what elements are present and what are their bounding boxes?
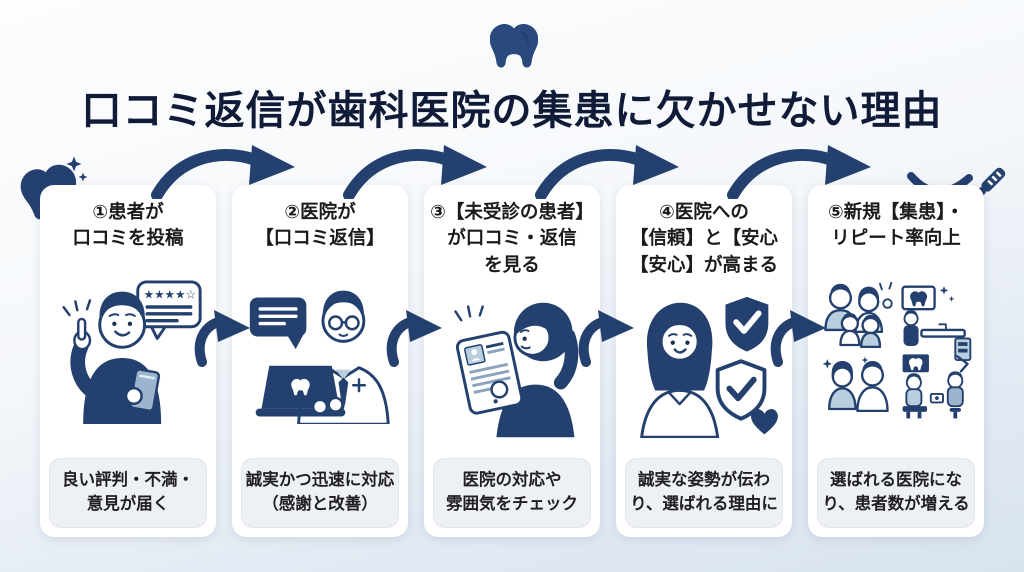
page-title: 口コミ返信が歯科医院の集患に欠かせない理由	[81, 89, 943, 133]
step-2-caption-box: 誠実かつ迅速に対応 （感謝と改善）	[241, 458, 399, 528]
new-patients-illustration	[822, 281, 972, 419]
step-4-caption: 誠実な姿勢が伝わ り、選ばれる理由に	[630, 471, 778, 513]
shield-check-heart-icon	[715, 359, 778, 435]
clinic-room	[901, 285, 972, 361]
review-speech-bubble: ★★★★☆	[136, 280, 202, 341]
flow-arrow-mid-1	[192, 310, 256, 368]
step-5-caption: 選ばれる医院にな り、患者数が増える	[822, 471, 970, 513]
reply-speech-bubble	[249, 297, 307, 350]
family-group	[824, 281, 893, 348]
flow-arrow-mid-4	[768, 310, 832, 368]
review-stars: ★★★★☆	[144, 289, 196, 302]
step-card-4: ④医院への 【信頼】と【安心 【安心】が高まる	[616, 185, 792, 537]
flow-arrow-top-2	[341, 145, 491, 199]
step-2-title: ②医院が 【口コミ返信】	[255, 201, 385, 249]
flow-arrow-top-3	[533, 145, 683, 199]
shield-check-icon	[725, 297, 769, 352]
step-3-caption-box: 医院の対応や 雰囲気をチェック	[433, 458, 591, 528]
reassured-patient-figure	[640, 302, 720, 438]
patient-posting-review-illustration: ★★★★☆	[62, 280, 202, 425]
step-4-caption-box: 誠実な姿勢が伝わ り、選ばれる理由に	[625, 458, 783, 528]
step-2-caption: 誠実かつ迅速に対応 （感謝と改善）	[245, 471, 395, 513]
step-card-3: ③【未受診の患者】 が口コミ・返信 を見る	[424, 185, 600, 537]
step-1-caption: 良い評判・不満・ 意見が届く	[62, 471, 194, 513]
clinic-replying-illustration	[249, 290, 390, 425]
flow-arrow-mid-2	[384, 310, 448, 368]
step-3-title: ③【未受診の患者】 が口コミ・返信 を見る	[430, 201, 594, 275]
tooth-icon	[490, 24, 538, 68]
step-4-title: ④医院への 【信頼】と【安心 【安心】が高まる	[629, 201, 778, 275]
step-card-2: ②医院が 【口コミ返信】	[232, 185, 408, 537]
step-card-1: ①患者が 口コミを投稿 ★★★★☆	[40, 185, 216, 537]
trust-shields-illustration	[640, 297, 778, 438]
pointing-finger	[73, 317, 92, 351]
step-1-caption-box: 良い評判・不満・ 意見が届く	[49, 458, 207, 528]
step-1-title: ①患者が 口コミを投稿	[72, 201, 184, 249]
flow-arrow-top-1	[149, 145, 299, 199]
step-3-illustration	[430, 278, 594, 451]
step-cards-row: ①患者が 口コミを投稿 ★★★★☆	[40, 185, 984, 537]
step-3-caption: 医院の対応や 雰囲気をチェック	[446, 471, 578, 513]
step-4-illustration	[622, 278, 786, 451]
treatment-room	[902, 354, 969, 419]
step-card-5: ⑤新規【集患】・ リピート率向上	[808, 185, 984, 537]
flow-arrow-mid-3	[576, 310, 640, 368]
patient-figure	[62, 291, 162, 425]
prospect-reading-reviews-illustration	[454, 302, 579, 438]
step-5-illustration	[814, 252, 978, 451]
smiling-patients	[822, 356, 889, 412]
heart-icon	[751, 409, 778, 435]
step-5-title: ⑤新規【集患】・ リピート率向上	[828, 201, 964, 249]
flow-arrow-top-4	[725, 145, 875, 199]
step-1-illustration: ★★★★☆	[46, 252, 210, 451]
step-2-illustration	[238, 252, 402, 451]
tablet	[455, 331, 524, 415]
step-5-caption-box: 選ばれる医院にな り、患者数が増える	[817, 458, 975, 528]
